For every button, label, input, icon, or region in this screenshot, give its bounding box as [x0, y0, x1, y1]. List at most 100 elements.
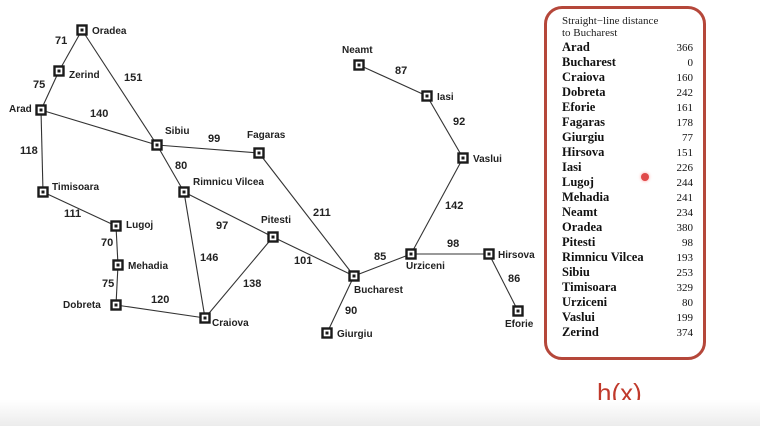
distance-craiova-pitesti: 138 [243, 278, 261, 290]
city-label-lugoj: Lugoj [126, 220, 153, 231]
row-city: Vaslui [562, 310, 595, 324]
road-urziceni-vaslui [410, 157, 464, 255]
distance-bucharest-giurgiu: 90 [345, 305, 357, 317]
road-iasi-neamt [358, 64, 428, 97]
distance-vaslui-iasi: 92 [453, 116, 465, 128]
table-row: Lugoj 244 [562, 175, 693, 190]
road-vaslui-iasi [426, 95, 464, 159]
row-city: Hirsova [562, 145, 605, 159]
city-node-center-urziceni [409, 252, 413, 256]
row-city: Rimnicu Vilcea [562, 250, 644, 264]
row-city: Oradea [562, 220, 603, 234]
city-label-bucharest: Bucharest [354, 285, 404, 296]
distance-arad-timisoara: 118 [20, 145, 38, 157]
city-node-center-iasi [425, 94, 429, 98]
distance-sibiu-rimnicu: 80 [175, 160, 187, 172]
road-rimnicu-craiova [183, 191, 206, 319]
road-timisoara-lugoj [42, 191, 117, 227]
distance-zerind-arad: 75 [33, 79, 45, 91]
city-node-center-timisoara [41, 190, 45, 194]
row-distance: 374 [676, 327, 694, 339]
row-distance: 77 [682, 132, 693, 144]
row-city: Arad [562, 40, 590, 54]
road-arad-sibiu [40, 109, 158, 146]
city-node-center-giurgiu [325, 331, 329, 335]
row-distance: 253 [676, 267, 694, 279]
city-label-sibiu: Sibiu [165, 126, 189, 137]
road-oradea-zerind [58, 29, 83, 72]
road-sibiu-fagaras [156, 144, 260, 154]
city-node-center-craiova [203, 316, 207, 320]
row-distance: 241 [676, 192, 694, 204]
city-label-oradea: Oradea [92, 26, 127, 37]
city-label-rimnicu: Rimnicu Vilcea [193, 177, 264, 188]
city-node-center-bucharest [352, 274, 356, 278]
distance-urziceni-vaslui: 142 [445, 200, 463, 212]
row-distance: 244 [676, 177, 694, 189]
row-city: Giurgiu [562, 130, 605, 144]
distance-iasi-neamt: 87 [395, 65, 407, 77]
distance-oradea-zerind: 71 [55, 35, 67, 47]
road-lugoj-mehadia [115, 225, 119, 266]
row-distance: 0 [687, 57, 694, 69]
city-node-center-neamt [357, 63, 361, 67]
road-mehadia-dobreta [115, 264, 119, 306]
city-labels: OradeaZerindAradTimisoaraLugojMehadiaDob… [9, 26, 535, 340]
city-label-timisoara: Timisoara [52, 182, 99, 193]
city-label-iasi: Iasi [437, 92, 454, 103]
table-row: Vaslui 199 [562, 310, 693, 325]
city-label-pitesti: Pitesti [261, 215, 291, 226]
city-node-center-pitesti [271, 235, 275, 239]
row-city: Urziceni [562, 295, 608, 309]
city-label-eforie: Eforie [505, 319, 534, 330]
row-city: Neamt [562, 205, 598, 219]
table-row: Bucharest 0 [562, 55, 693, 70]
row-city: Mehadia [562, 190, 610, 204]
distance-sibiu-fagaras: 99 [208, 133, 220, 145]
city-label-mehadia: Mehadia [128, 261, 168, 272]
distance-mehadia-dobreta: 75 [102, 278, 114, 290]
city-node-center-mehadia [116, 263, 120, 267]
city-node-center-lugoj [114, 224, 118, 228]
road-bucharest-giurgiu [326, 275, 355, 334]
city-node-center-vaslui [461, 156, 465, 160]
roads-layer [40, 29, 519, 334]
distance-rimnicu-pitesti: 97 [216, 220, 228, 232]
road-pitesti-bucharest [272, 236, 355, 277]
road-bucharest-urziceni [353, 253, 412, 277]
row-distance: 199 [676, 312, 694, 324]
table-row: Urziceni 80 [562, 295, 693, 310]
road-fagaras-bucharest [258, 152, 355, 277]
row-distance: 80 [682, 297, 693, 309]
city-nodes [35, 24, 524, 339]
road-arad-timisoara [40, 109, 44, 193]
row-city: Fagaras [562, 115, 606, 129]
row-distance: 178 [676, 117, 694, 129]
city-label-giurgiu: Giurgiu [337, 329, 373, 340]
distance-fagaras-bucharest: 211 [313, 207, 331, 219]
city-node-center-rimnicu [182, 190, 186, 194]
city-node-center-zerind [57, 69, 61, 73]
city-node-center-arad [39, 108, 43, 112]
row-city: Bucharest [562, 55, 616, 69]
cursor-indicator [641, 173, 649, 181]
table-row: Mehadia 241 [562, 190, 693, 205]
city-node-center-eforie [516, 309, 520, 313]
city-label-dobreta: Dobreta [63, 300, 101, 311]
table-row: Fagaras 178 [562, 115, 693, 130]
row-city: Lugoj [562, 175, 594, 189]
row-distance: 226 [676, 162, 694, 174]
distance-pitesti-bucharest: 101 [294, 255, 312, 267]
straight-line-distance-panel: Straight−line distance to Bucharest Arad… [544, 6, 706, 360]
